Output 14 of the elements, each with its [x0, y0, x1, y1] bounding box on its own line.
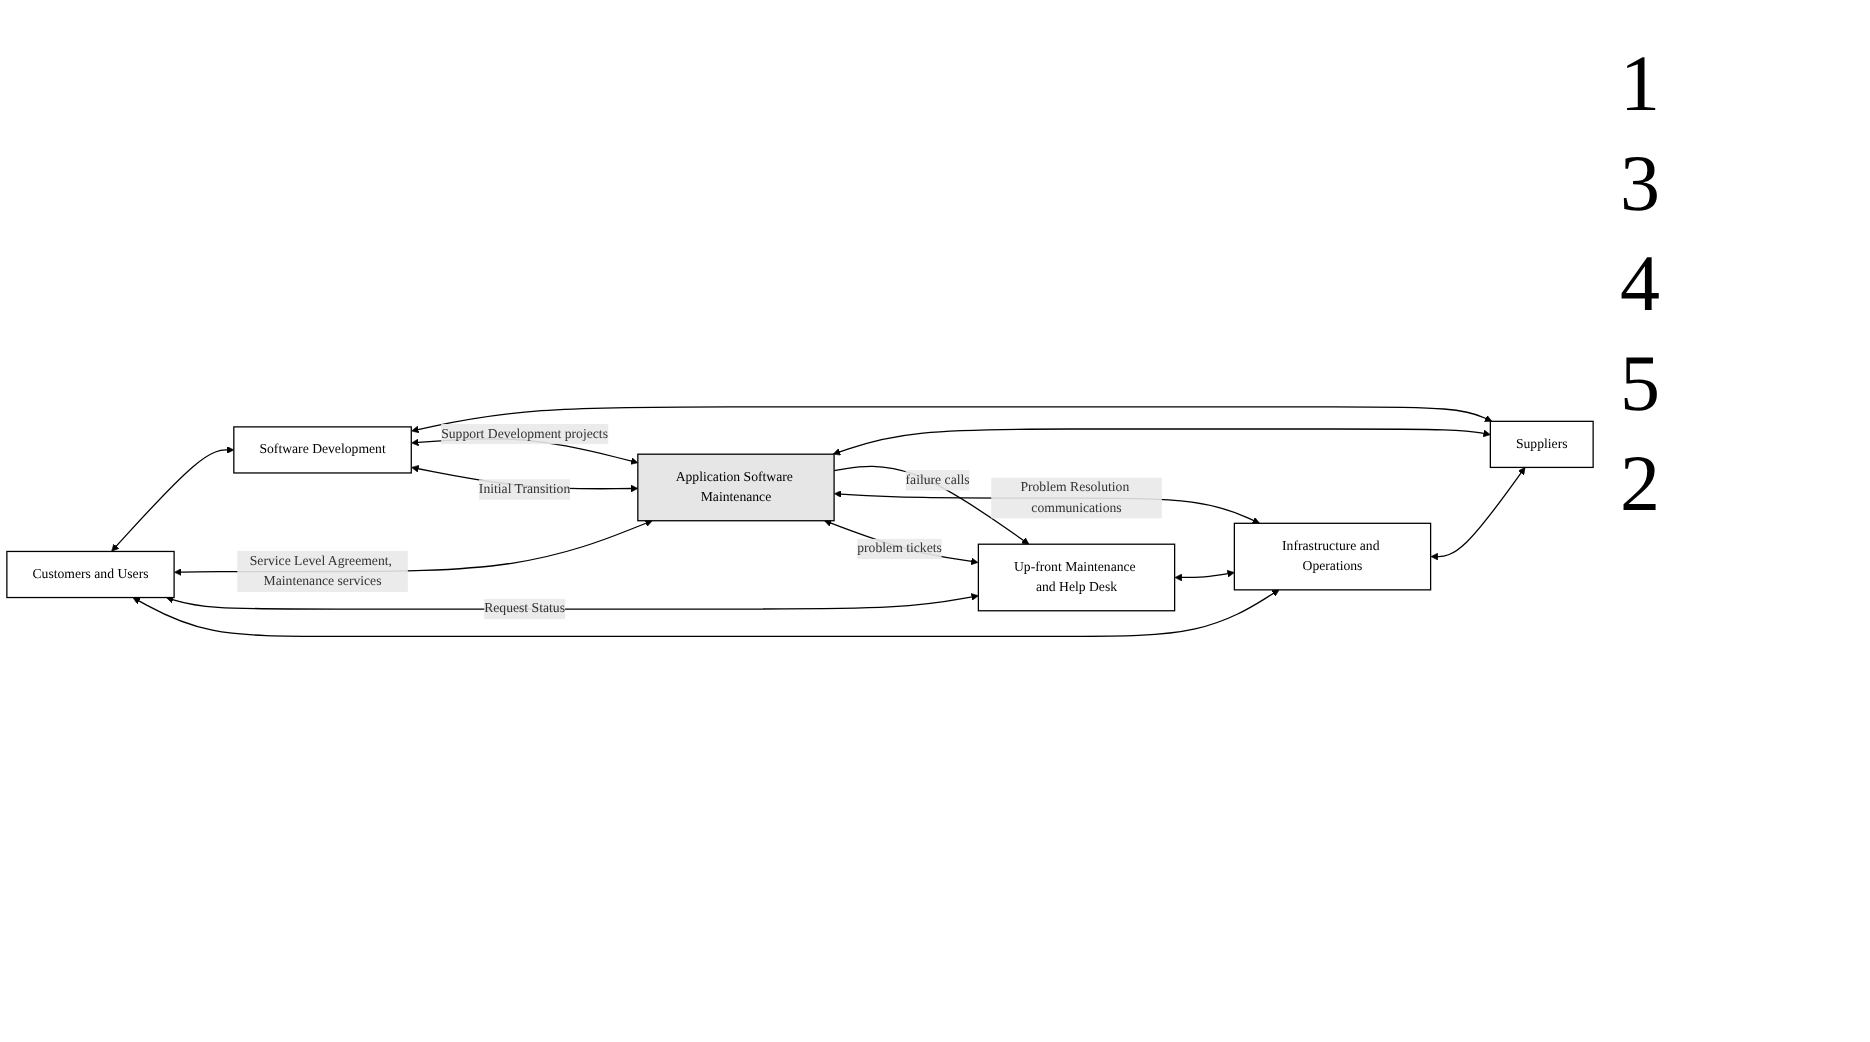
arrow	[411, 405, 1493, 433]
arrow	[166, 592, 979, 610]
arrow	[824, 519, 979, 565]
callout-number: 2	[1620, 440, 1662, 528]
callout-number: 1	[1620, 40, 1662, 128]
callout-number: 4	[1620, 240, 1662, 328]
arrow	[833, 465, 1030, 544]
arrow	[1430, 466, 1526, 560]
arrow	[132, 588, 1280, 637]
arrow	[1174, 569, 1235, 581]
callout-number: 5	[1620, 340, 1662, 428]
arrow	[111, 445, 235, 551]
arrow	[832, 427, 1491, 455]
callout-number: 3	[1620, 140, 1662, 228]
